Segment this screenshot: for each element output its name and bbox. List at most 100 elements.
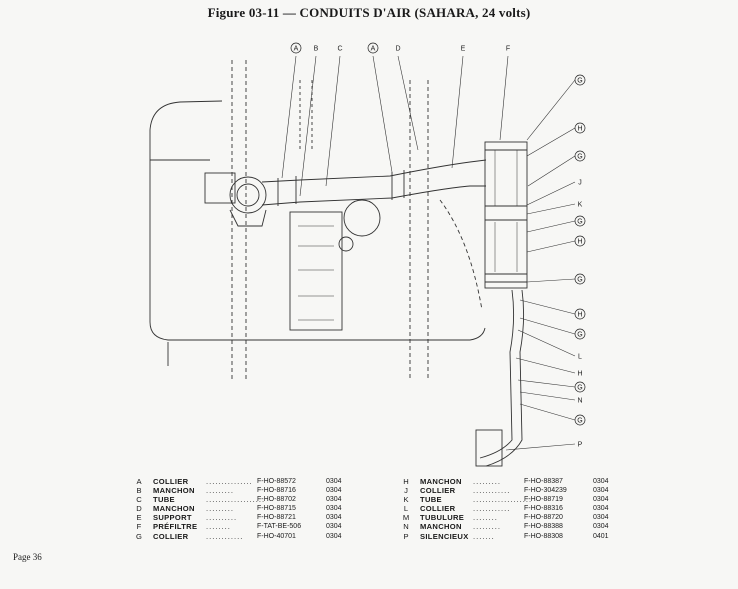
callout-circle bbox=[367, 42, 379, 54]
down-pipe-left bbox=[479, 289, 515, 459]
part-letter: M bbox=[402, 513, 410, 523]
support-rows bbox=[298, 225, 334, 321]
part-name: MANCHON bbox=[153, 486, 195, 496]
figure-title: Figure 03-11 — CONDUITS D'AIR (SAHARA, 2… bbox=[207, 5, 531, 20]
part-code: 0401 bbox=[593, 532, 609, 540]
part-ref: F-HO-88715 bbox=[257, 505, 296, 513]
part-letter: D bbox=[136, 504, 142, 514]
part-code: 0304 bbox=[593, 514, 609, 522]
part-letter: C bbox=[136, 495, 142, 505]
part-letter: K bbox=[403, 495, 409, 505]
callout-right-2: H bbox=[577, 126, 582, 133]
callout-right-13: G bbox=[577, 385, 582, 392]
callout-top-3: C bbox=[337, 46, 342, 53]
part-code: 0304 bbox=[326, 478, 342, 485]
callout-top-5: D bbox=[395, 46, 400, 53]
air-duct-diagram: A B C A D E F G H G J K G H G H G L H G … bbox=[149, 42, 586, 467]
top-leader-lines bbox=[281, 55, 509, 197]
part-dots: ......... bbox=[206, 486, 234, 496]
part-name: TUBULURE bbox=[420, 513, 465, 523]
part-ref: F-HO-88720 bbox=[524, 514, 563, 522]
part-code: 0304 bbox=[326, 505, 342, 513]
air-box-inlet bbox=[204, 172, 236, 204]
part-letter: J bbox=[404, 486, 408, 496]
callout-right-14: N bbox=[577, 398, 582, 405]
prefilter-canister bbox=[484, 141, 528, 289]
part-ref: F-TAT-BE-506 bbox=[257, 523, 302, 531]
callout-right-4: J bbox=[578, 180, 582, 187]
callout-right-10: G bbox=[577, 332, 582, 339]
part-letter: B bbox=[136, 486, 142, 496]
ghost-frame-right bbox=[409, 80, 429, 380]
part-letter: F bbox=[136, 522, 142, 532]
mount-boss bbox=[338, 236, 354, 252]
part-dots: ......... bbox=[473, 477, 501, 486]
part-dots: ............ bbox=[473, 504, 511, 514]
air-box-housing bbox=[229, 176, 267, 214]
canister-bands bbox=[485, 149, 527, 283]
ghost-frame-center bbox=[299, 80, 313, 150]
callout-right-5: K bbox=[578, 202, 583, 209]
part-letter: G bbox=[136, 531, 142, 541]
down-pipe-right bbox=[485, 289, 525, 467]
body-outline-top-left bbox=[149, 100, 223, 131]
part-name: TUBE bbox=[153, 495, 175, 505]
part-ref: F-HO-88716 bbox=[257, 487, 296, 495]
part-ref: F-HO-88316 bbox=[524, 505, 563, 513]
part-name: MANCHON bbox=[420, 477, 462, 486]
tube-clamps bbox=[277, 170, 405, 206]
part-letter: A bbox=[136, 477, 142, 486]
part-dots: ......... bbox=[206, 504, 234, 514]
silencer bbox=[475, 429, 503, 467]
part-dots: ........ bbox=[473, 513, 498, 523]
part-name: SUPPORT bbox=[153, 513, 192, 523]
part-ref: F-HO-88572 bbox=[257, 478, 296, 485]
right-leader-lines bbox=[505, 79, 576, 451]
page-number: Page 36 bbox=[13, 552, 42, 562]
part-name: MANCHON bbox=[153, 504, 195, 514]
part-code: 0304 bbox=[593, 487, 609, 495]
part-code: 0304 bbox=[326, 487, 342, 495]
callout-top-6: E bbox=[461, 46, 466, 53]
part-name: MANCHON bbox=[420, 522, 462, 532]
callout-circle bbox=[290, 42, 302, 54]
ghost-frame-left bbox=[231, 60, 247, 380]
part-code: 0304 bbox=[593, 496, 609, 504]
part-code: 0304 bbox=[593, 505, 609, 513]
part-ref: F-HO-88388 bbox=[524, 523, 563, 531]
callout-right-8: G bbox=[577, 277, 582, 284]
part-code: 0304 bbox=[326, 532, 342, 540]
part-ref: F-HO-88702 bbox=[257, 496, 296, 504]
part-letter: P bbox=[403, 531, 409, 541]
part-dots: ......... bbox=[473, 522, 501, 532]
part-ref: F-HO-88721 bbox=[257, 514, 296, 522]
support-bracket bbox=[289, 211, 343, 331]
part-dots: ....... bbox=[473, 531, 495, 541]
callout-top-1: A bbox=[294, 46, 299, 53]
part-dots: ............... bbox=[206, 477, 253, 486]
part-dots: ................... bbox=[473, 495, 533, 505]
callout-right-16: P bbox=[578, 442, 583, 449]
callout-right-9: H bbox=[577, 312, 582, 319]
callout-right-15: G bbox=[577, 418, 582, 425]
part-ref: F-HO-40701 bbox=[257, 532, 296, 540]
part-dots: ............ bbox=[206, 531, 244, 541]
part-code: 0304 bbox=[326, 496, 342, 504]
part-dots: ................... bbox=[206, 495, 266, 505]
part-name: COLLIER bbox=[153, 531, 189, 541]
part-code: 0304 bbox=[593, 478, 609, 485]
part-code: 0304 bbox=[593, 523, 609, 531]
callout-right-11: L bbox=[578, 354, 582, 361]
canister-ribs bbox=[494, 150, 518, 272]
part-name: COLLIER bbox=[420, 504, 456, 514]
air-box-lower bbox=[229, 209, 267, 227]
part-dots: ........ bbox=[206, 522, 231, 532]
part-name: SILENCIEUX bbox=[420, 531, 469, 541]
part-code: 0304 bbox=[326, 523, 342, 531]
part-dots: .......... bbox=[206, 513, 238, 523]
part-name: COLLIER bbox=[153, 477, 189, 486]
callout-top-7: F bbox=[506, 46, 510, 53]
main-tube-upper bbox=[261, 159, 487, 183]
air-box-flange bbox=[236, 183, 260, 207]
part-ref: F-HO-304239 bbox=[524, 487, 567, 495]
